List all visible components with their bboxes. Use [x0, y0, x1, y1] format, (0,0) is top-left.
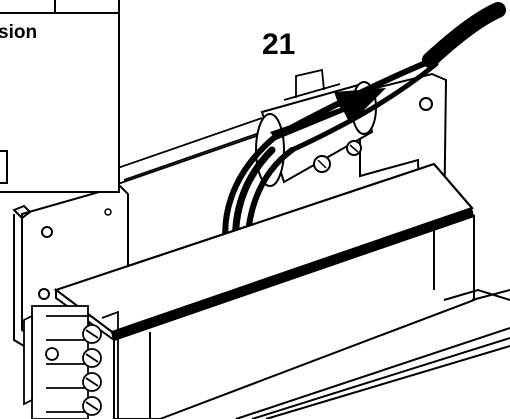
insertion-arrow	[270, 88, 386, 140]
cover-plate	[53, 162, 474, 343]
bracket-hole	[38, 288, 50, 300]
bracket-hole	[104, 208, 112, 216]
inset-field	[0, 150, 8, 184]
step-number: 21	[262, 28, 296, 61]
bracket-hole	[41, 226, 53, 238]
left-bracket-edge	[13, 214, 25, 347]
inset-divider	[0, 12, 118, 14]
rear-rails	[111, 117, 263, 187]
front-rails	[235, 289, 510, 419]
bracket-hole	[419, 97, 433, 111]
inset-title: sion	[0, 22, 38, 43]
inset-tab	[0, 0, 56, 12]
unit-body	[113, 214, 510, 419]
side-screw	[12, 204, 32, 220]
terminal-block	[23, 305, 119, 419]
inset-panel: sion	[0, 0, 120, 193]
